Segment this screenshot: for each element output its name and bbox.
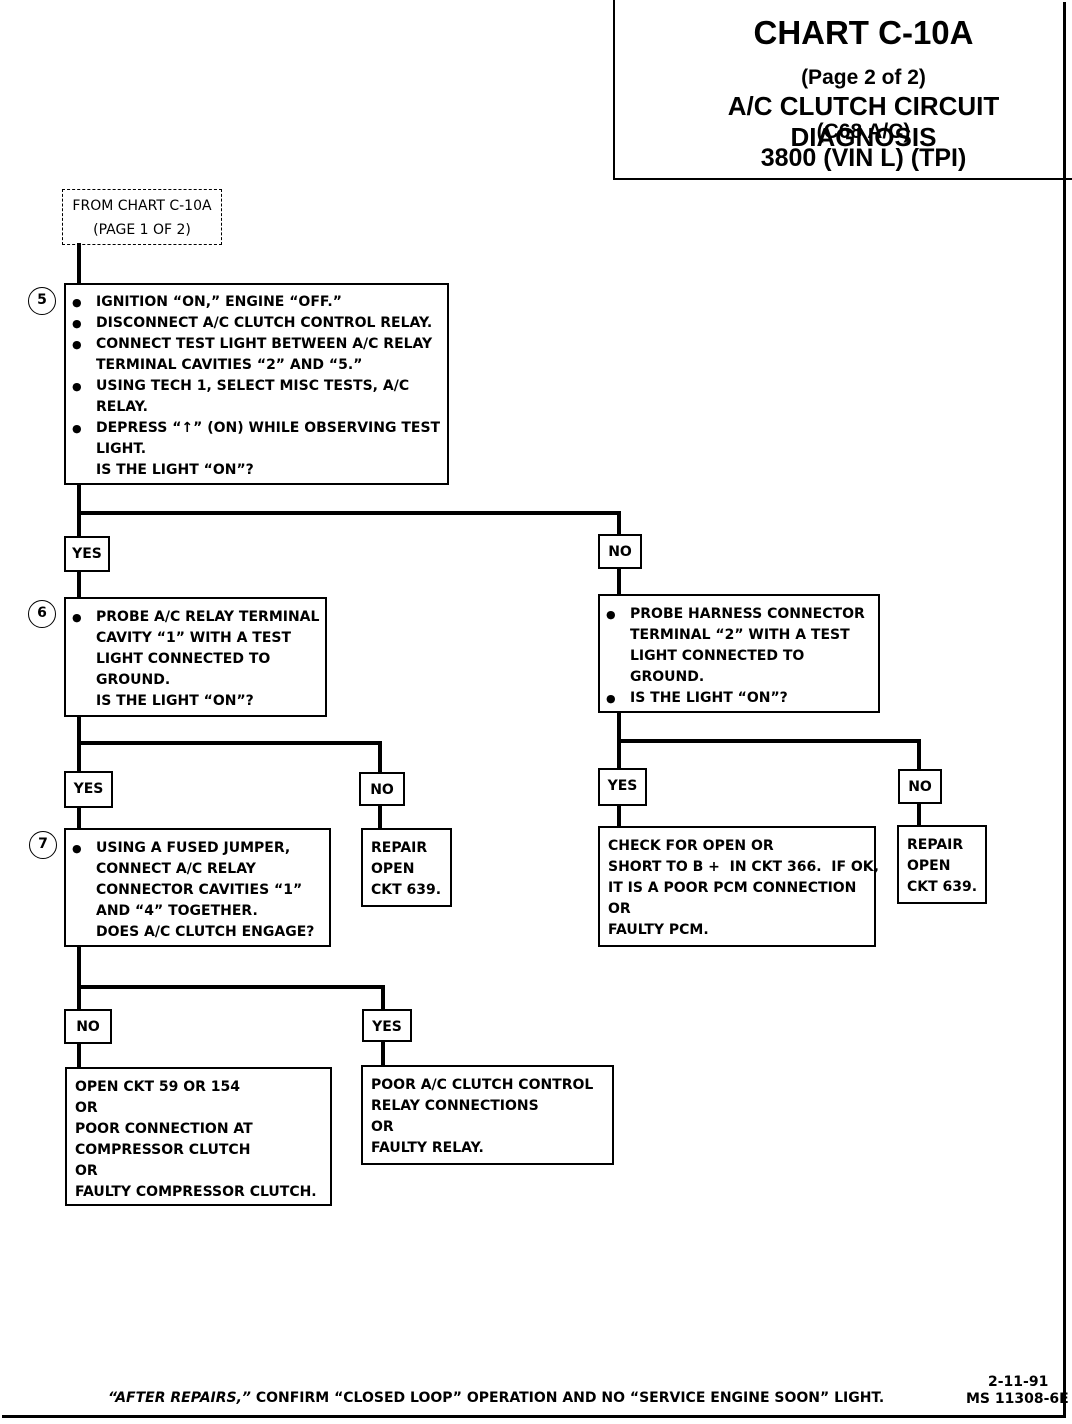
open-ckt-line: FAULTY COMPRESSOR CLUTCH. (75, 1184, 317, 1200)
check-open-line: IT IS A POOR PCM CONNECTION (608, 880, 857, 896)
repair-a-line: REPAIR (371, 840, 428, 856)
check-open-lines: CHECK FOR OPEN OR SHORT TO B + IN CKT 36… (600, 836, 879, 941)
from-chart-box: FROM CHART C-10A (PAGE 1 OF 2) (62, 189, 222, 245)
check-open-short-box: CHECK FOR OPEN OR SHORT TO B + IN CKT 36… (598, 826, 879, 947)
step-number-7: 7 (29, 831, 57, 859)
open-ckt-line: OR (75, 1100, 98, 1116)
poor-relay-line: FAULTY RELAY. (371, 1140, 484, 1156)
step-7-box: USING A FUSED JUMPER, CONNECT A/C RELAY … (64, 828, 331, 947)
repair-b-line: CKT 639. (907, 879, 978, 895)
poor-relay-line: OR (371, 1119, 394, 1135)
poor-relay-line: RELAY CONNECTIONS (371, 1098, 539, 1114)
repair-b-line: OPEN (907, 858, 951, 874)
repair-a-line: CKT 639. (371, 882, 442, 898)
engine-code: 3800 (VIN L) (TPI) (760, 144, 967, 172)
step-7-question: DOES A/C CLUTCH ENGAGE? (96, 924, 315, 940)
poor-relay-result-box: POOR A/C CLUTCH CONTROL RELAY CONNECTION… (361, 1065, 614, 1165)
chart-title: CHART C-10A (753, 14, 974, 51)
repair-b-lines: REPAIR OPEN CKT 639. (899, 835, 985, 898)
from-chart-line2: (PAGE 1 OF 2) (93, 222, 191, 238)
step-5-no-label: NO (598, 534, 642, 569)
check-open-line: OR (608, 901, 631, 917)
harness-yes-label: YES (598, 768, 647, 806)
harness-bullets: PROBE HARNESS CONNECTOR TERMINAL “2” WIT… (600, 604, 878, 709)
open-ckt-line: POOR CONNECTION AT (75, 1121, 253, 1137)
check-open-line: CHECK FOR OPEN OR (608, 838, 774, 854)
step-5-bullet: DEPRESS “↑” (ON) WHILE OBSERVING TEST LI… (66, 418, 447, 460)
step-5-bullet: IGNITION “ON,” ENGINE “OFF.” (66, 292, 447, 313)
step-5-bullet: USING TECH 1, SELECT MISC TESTS, A/C REL… (66, 376, 447, 418)
harness-connector-box: PROBE HARNESS CONNECTOR TERMINAL “2” WIT… (598, 594, 880, 713)
step-7-no-label: NO (64, 1009, 112, 1044)
after-repairs-label: “AFTER REPAIRS,” (108, 1390, 251, 1406)
repair-open-ckt-639-box: REPAIR OPEN CKT 639. (361, 828, 452, 907)
connector-s6-no (77, 741, 382, 775)
open-ckt-lines: OPEN CKT 59 OR 154 OR POOR CONNECTION AT… (67, 1077, 330, 1203)
open-ckt-line: OPEN CKT 59 OR 154 (75, 1079, 240, 1095)
revision-date: 2-11-91 (988, 1374, 1049, 1390)
poor-relay-line: POOR A/C CLUTCH CONTROL (371, 1077, 594, 1093)
repair-open-ckt-639-box-2: REPAIR OPEN CKT 639. (897, 825, 987, 904)
step-6-question: IS THE LIGHT “ON”? (96, 693, 254, 709)
step-6-bullet: PROBE A/C RELAY TERMINAL CAVITY “1” WITH… (66, 607, 325, 691)
repair-b-line: REPAIR (907, 837, 964, 853)
poor-relay-lines: POOR A/C CLUTCH CONTROL RELAY CONNECTION… (363, 1075, 612, 1159)
step-7-bullet: USING A FUSED JUMPER, CONNECT A/C RELAY … (66, 838, 329, 922)
step-7-bullets: USING A FUSED JUMPER, CONNECT A/C RELAY … (66, 838, 329, 922)
connector-s7-yes (77, 985, 385, 1012)
diagnosis-title: A/C CLUTCH CIRCUIT DIAGNOSIS (727, 91, 1000, 152)
repair-a-lines: REPAIR OPEN CKT 639. (363, 838, 450, 901)
check-open-line: FAULTY PCM. (608, 922, 709, 938)
open-ckt-line: OR (75, 1163, 98, 1179)
connector-s5-no (77, 511, 621, 538)
document-number: MS 11308-6E (966, 1391, 1069, 1407)
page-indicator: (Page 2 of 2) (801, 66, 926, 89)
harness-no-label: NO (898, 769, 942, 804)
step-5-bullet: DISCONNECT A/C CLUTCH CONTROL RELAY. (66, 313, 447, 334)
after-repairs-text: CONFIRM “CLOSED LOOP” OPERATION AND NO “… (255, 1390, 885, 1406)
from-chart-line1: FROM CHART C-10A (72, 198, 212, 214)
step-5-yes-label: YES (64, 536, 110, 572)
step-7-yes-label: YES (362, 1009, 412, 1042)
step-6-no-label: NO (359, 772, 405, 806)
connector-harness-no (617, 739, 921, 772)
harness-bullet: IS THE LIGHT “ON”? (600, 688, 878, 709)
step-5-bullets: IGNITION “ON,” ENGINE “OFF.” DISCONNECT … (66, 292, 447, 460)
check-open-line: SHORT TO B + IN CKT 366. IF OK, (608, 859, 879, 875)
open-ckt-line: COMPRESSOR CLUTCH (75, 1142, 251, 1158)
step-5-box: IGNITION “ON,” ENGINE “OFF.” DISCONNECT … (64, 283, 449, 485)
after-repairs-note: “AFTER REPAIRS,” CONFIRM “CLOSED LOOP” O… (108, 1390, 884, 1406)
open-ckt-result-box: OPEN CKT 59 OR 154 OR POOR CONNECTION AT… (65, 1067, 332, 1206)
step-number-5: 5 (28, 287, 56, 315)
option-code: (C68 A/C) (816, 120, 911, 143)
title-block: CHART C-10A (Page 2 of 2) A/C CLUTCH CIR… (613, 0, 1072, 180)
harness-bullet: PROBE HARNESS CONNECTOR TERMINAL “2” WIT… (600, 604, 878, 688)
repair-a-line: OPEN (371, 861, 415, 877)
step-6-box: PROBE A/C RELAY TERMINAL CAVITY “1” WITH… (64, 597, 327, 717)
step-6-yes-label: YES (64, 771, 113, 808)
step-5-bullet: CONNECT TEST LIGHT BETWEEN A/C RELAY TER… (66, 334, 447, 376)
step-6-bullets: PROBE A/C RELAY TERMINAL CAVITY “1” WITH… (66, 607, 325, 691)
step-number-6: 6 (28, 600, 56, 628)
step-5-question: IS THE LIGHT “ON”? (96, 462, 254, 478)
